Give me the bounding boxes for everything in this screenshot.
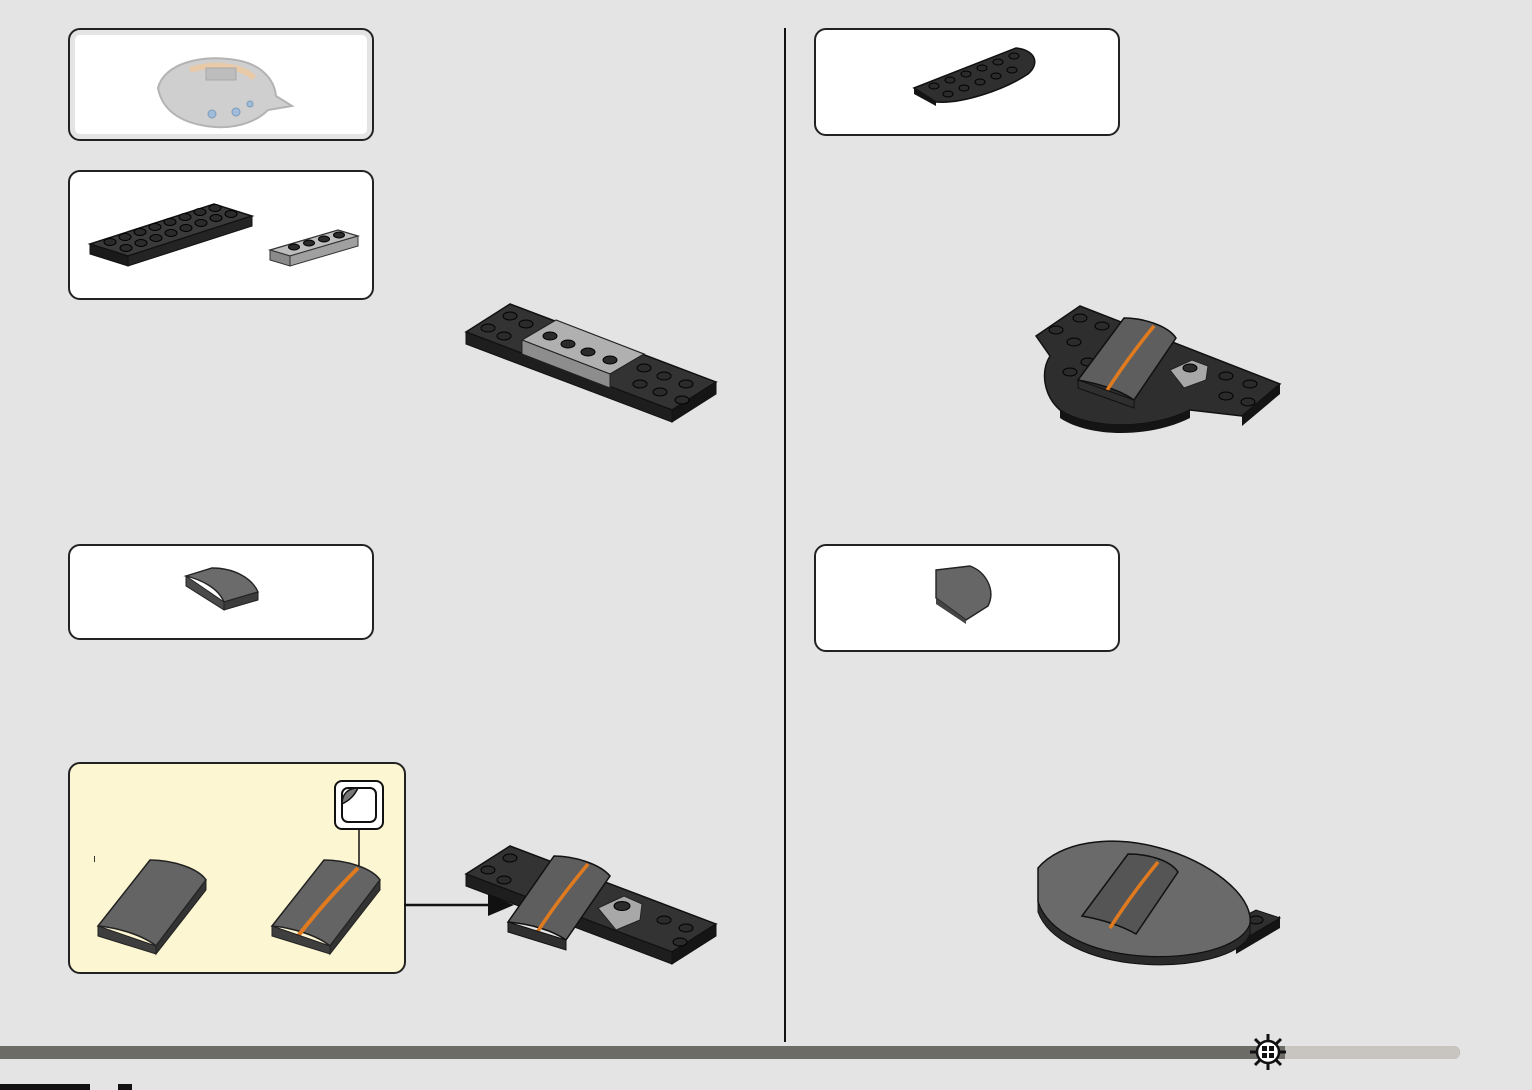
plate-2x8-black xyxy=(90,200,255,270)
step-a-parts-panel xyxy=(68,170,374,300)
slope-curved-2x2-dark-gray-with-sticker xyxy=(268,856,384,956)
plate-1x4-light-gray xyxy=(270,228,362,272)
step-a-assembly xyxy=(464,296,720,432)
slope-curved-2x2-dark-gray-plain xyxy=(94,856,210,956)
completed-model-preview xyxy=(150,44,300,134)
step-d-parts-panel xyxy=(814,28,1120,136)
slope-curved-2x2-dark-gray xyxy=(182,564,262,612)
slope-round-corner-dark-gray xyxy=(930,562,1000,626)
step-b-parts-panel xyxy=(68,544,374,640)
step-c-assembly xyxy=(464,838,720,974)
wedge-plate-half-round-black xyxy=(912,44,1042,108)
step-d-assembly xyxy=(1030,296,1286,440)
column-divider xyxy=(784,28,786,1042)
overview-panel xyxy=(68,28,374,141)
step-e-parts-panel xyxy=(814,544,1120,652)
step-e-assembly xyxy=(1030,830,1286,974)
progress-bar-remaining xyxy=(1285,1046,1460,1059)
tick-mark xyxy=(94,856,95,862)
page-tick-small xyxy=(118,1084,132,1090)
gear-icon xyxy=(1248,1032,1288,1072)
step-c-callout-panel xyxy=(68,762,406,974)
progress-bar xyxy=(0,1046,1460,1059)
page-tick-left xyxy=(0,1084,90,1090)
